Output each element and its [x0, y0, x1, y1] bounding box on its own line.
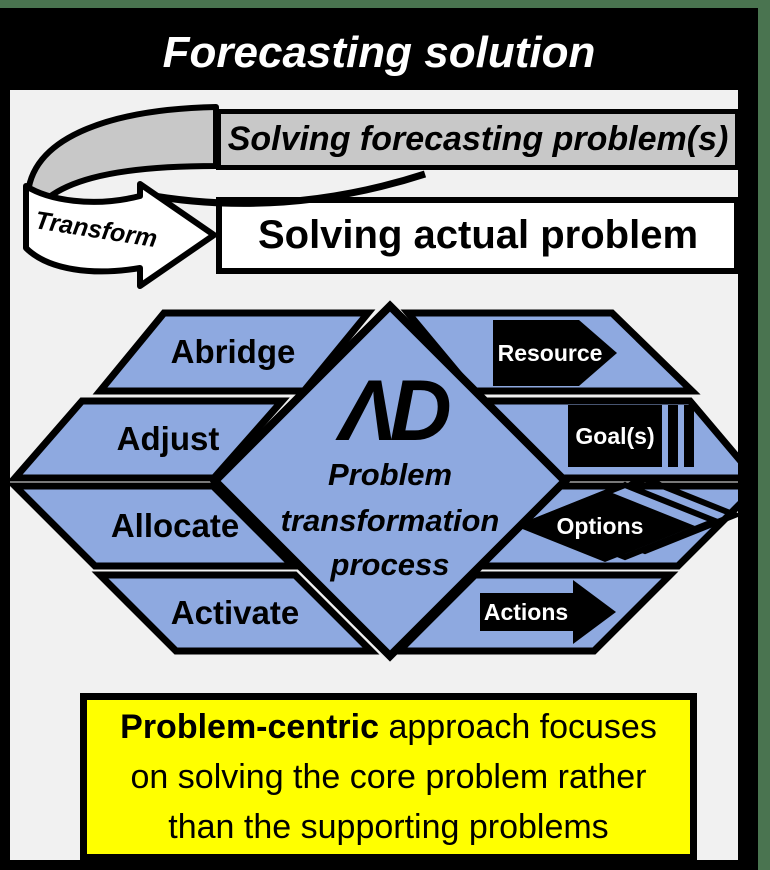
actual-problem-box: Solving actual problem [216, 197, 740, 274]
diamond-text-line3: process [330, 547, 450, 582]
actions-arrow-icon [480, 580, 616, 644]
step-band-activate [91, 571, 380, 655]
diamond-text-line1: Problem [328, 457, 452, 492]
step-label-abridge: Abridge [171, 333, 296, 370]
ribbon-white-arrow [23, 181, 217, 289]
diagram-frame: Forecasting solution Solving forecasting… [0, 8, 758, 870]
goals-rect-icon [568, 405, 662, 467]
step-label-allocate: Allocate [111, 507, 239, 544]
transform-label: Transform [33, 206, 159, 253]
problem-transformation-diamond [209, 300, 571, 662]
step-band-allocate [10, 482, 302, 570]
output-label-resource: Resource [498, 340, 603, 366]
output-label-options: Options [557, 513, 644, 539]
output-label-actions: Actions [484, 599, 568, 625]
options-diamond-front [515, 490, 695, 562]
ad-logo: ΛD [335, 363, 449, 459]
step-label-activate: Activate [171, 594, 299, 631]
step-label-adjust: Adjust [117, 420, 220, 457]
note-line-2: on solving the core problem rather [130, 758, 647, 796]
diagram-canvas: Solving forecasting problem(s) Solving a… [10, 90, 740, 861]
note-line-1: Problem-centric approach focuses [87, 702, 690, 752]
note-line-1-rest: approach focuses [379, 708, 657, 746]
resource-pentagon-icon [493, 320, 617, 386]
output-label-goals: Goal(s) [575, 423, 654, 449]
ribbon-gray-curl [25, 104, 219, 229]
forecasting-problem-box: Solving forecasting problem(s) [216, 109, 740, 170]
goals-bar-2 [684, 405, 694, 467]
diamond-text-line2: transformation [281, 503, 500, 538]
note-line-3: than the supporting problems [168, 808, 609, 846]
problem-centric-note: Problem-centric approach focuses on solv… [80, 693, 697, 861]
transformation-diagram: ΛD Problem transformation process Abridg… [10, 300, 738, 662]
note-bold-phrase: Problem-centric [120, 708, 379, 746]
goals-bar-1 [668, 405, 678, 467]
page-title: Forecasting solution [162, 28, 596, 77]
